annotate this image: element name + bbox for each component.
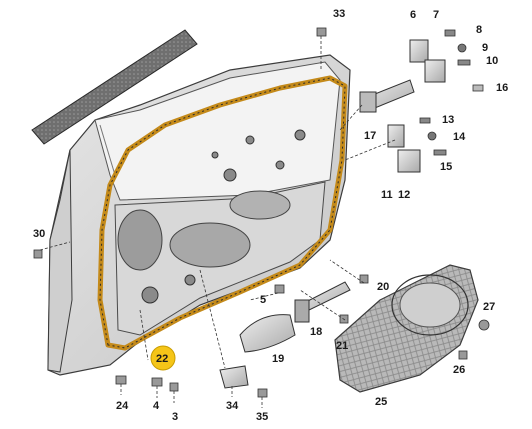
lower-hinge-assembly: [387, 117, 447, 173]
callout-21: 21: [336, 340, 348, 352]
lower-bracket: [219, 365, 249, 389]
callout-35: 35: [256, 411, 268, 423]
callout-10: 10: [486, 55, 498, 67]
bolt-set: [33, 27, 490, 398]
callout-6: 6: [410, 9, 416, 21]
window-trim-strip: [31, 29, 198, 145]
callouts: 33 6 7 8 9 10 16 13 14 15 17 11 12 30 20…: [33, 8, 508, 423]
leader-lines: [39, 36, 396, 408]
callout-9: 9: [482, 42, 488, 54]
callout-18: 18: [310, 326, 322, 338]
callout-13: 13: [442, 114, 454, 126]
callout-19: 19: [272, 353, 284, 365]
handle-cover: [239, 314, 296, 353]
callout-7: 7: [433, 9, 439, 21]
callout-34: 34: [226, 400, 239, 412]
callout-14: 14: [453, 131, 466, 143]
callout-12: 12: [398, 189, 410, 201]
callout-4: 4: [153, 400, 160, 412]
callout-20: 20: [377, 281, 389, 293]
callout-15: 15: [440, 161, 452, 173]
callout-11: 11: [381, 189, 393, 201]
callout-24: 24: [116, 400, 129, 412]
callout-33: 33: [333, 8, 345, 20]
door-check-strap: [294, 281, 351, 323]
callout-27: 27: [483, 301, 495, 313]
callout-22: 22: [156, 353, 168, 365]
callout-25: 25: [375, 396, 387, 408]
callout-16: 16: [496, 82, 508, 94]
callout-5: 5: [260, 294, 266, 306]
callout-3: 3: [172, 411, 178, 423]
callout-30: 30: [33, 228, 45, 240]
door-seal: [97, 75, 348, 351]
callout-22-highlight: 22: [150, 345, 176, 371]
callout-17: 17: [364, 130, 376, 142]
door-shell: [47, 54, 351, 376]
callout-8: 8: [476, 24, 482, 36]
callout-26: 26: [453, 364, 465, 376]
inner-mesh-panel: [334, 264, 479, 393]
upper-hinge-assembly: [359, 29, 484, 113]
